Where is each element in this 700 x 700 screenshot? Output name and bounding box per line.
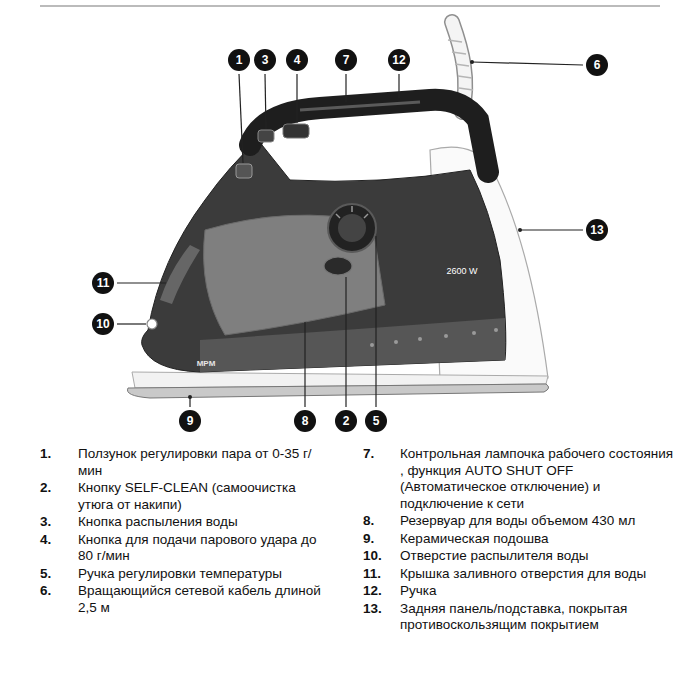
callout-label: 3 — [262, 54, 269, 66]
callout-number: 11 — [92, 272, 114, 294]
panel-icons — [370, 328, 498, 347]
part-description: Ползунок регулировки пара от 0-35 г/мин — [78, 446, 333, 479]
part-description: Керамическая подошва — [400, 531, 675, 548]
callout-label: 6 — [594, 59, 601, 71]
callout-number: 12 — [388, 49, 410, 71]
list-number: 4. — [40, 532, 51, 549]
callout-label: 5 — [373, 415, 380, 427]
part-description: Кнопку SELF-CLEAN (самоочистка утюга от … — [78, 480, 333, 513]
leader-lines — [117, 62, 583, 407]
callout-label: 10 — [96, 318, 109, 330]
callout-label: 4 — [294, 54, 301, 66]
leader-dots — [188, 60, 522, 399]
self-clean-button — [324, 257, 352, 275]
callout-number: 3 — [254, 49, 276, 71]
part-description: Кнопка для подачи парового удара до 80 г… — [78, 532, 333, 565]
callout-label: 13 — [590, 224, 603, 236]
power-rating: 2600 W — [446, 267, 477, 277]
part-description: Крышка заливного отверстия для воды — [400, 566, 675, 583]
temperature-dial — [328, 204, 376, 252]
fill-cap — [160, 245, 200, 304]
callout-label: 12 — [392, 54, 405, 66]
list-number: 1. — [40, 446, 51, 463]
list-number: 5. — [40, 566, 51, 583]
callout-number: 4 — [286, 49, 308, 71]
list-number: 10. — [363, 548, 382, 565]
list-number: 11. — [363, 566, 381, 583]
brand-mark: MPM — [197, 360, 216, 369]
handle — [250, 100, 488, 172]
iron-body — [142, 140, 506, 372]
part-description: Ручка — [400, 583, 675, 600]
part-description: Отверстие распылителя воды — [400, 548, 675, 565]
spray-nozzle — [147, 319, 157, 329]
spray-button — [258, 130, 274, 142]
callout-number: 9 — [179, 410, 201, 432]
list-number: 9. — [363, 531, 374, 548]
steam-slider — [236, 164, 252, 178]
callout-label: 11 — [97, 277, 110, 289]
list-number: 8. — [363, 513, 374, 530]
part-description: Задняя панель/подставка, покрытая против… — [400, 601, 675, 634]
list-number: 12. — [363, 583, 382, 600]
top-rule — [40, 5, 660, 7]
list-number: 3. — [40, 514, 51, 531]
list-number: 7. — [363, 446, 374, 463]
callout-label: 2 — [343, 415, 350, 427]
burst-button — [283, 124, 309, 138]
part-description: Вращающийся сетевой кабель длиной 2,5 м — [78, 583, 333, 616]
list-number: 13. — [363, 601, 382, 618]
callout-number: 13 — [586, 219, 608, 241]
list-number: 6. — [40, 583, 51, 600]
callout-number: 5 — [365, 410, 387, 432]
callout-number: 8 — [294, 410, 316, 432]
part-description: Ручка регулировки температуры — [78, 566, 333, 583]
callout-label: 8 — [302, 415, 309, 427]
callout-number: 10 — [92, 313, 114, 335]
soleplate — [127, 384, 548, 398]
callout-label: 7 — [343, 54, 350, 66]
callout-label: 1 — [236, 54, 243, 66]
callout-number: 1 — [228, 49, 250, 71]
callout-number: 6 — [586, 54, 608, 76]
part-description: Резервуар для воды объемом 430 мл — [400, 513, 675, 530]
callout-number: 2 — [335, 410, 357, 432]
handle-highlight — [300, 102, 420, 110]
callout-number: 7 — [335, 49, 357, 71]
part-description: Кнопка распыления воды — [78, 514, 333, 531]
callout-label: 9 — [187, 415, 194, 427]
part-description: Контрольная лампочка рабочего состояния … — [400, 446, 675, 512]
list-number: 2. — [40, 480, 51, 497]
